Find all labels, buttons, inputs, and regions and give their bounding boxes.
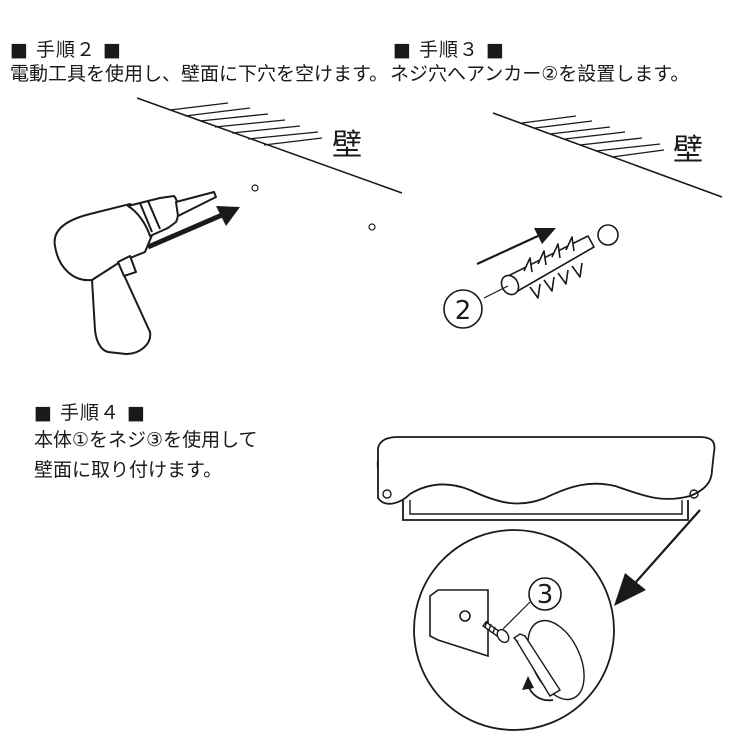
step4-heading: ■ 手順４ ■ bbox=[34, 402, 146, 424]
step3-leader-line bbox=[483, 285, 509, 299]
step2-heading: ■ 手順２ ■ bbox=[10, 39, 122, 61]
step3-wall-label: 壁 bbox=[673, 133, 703, 168]
shelf-screw-left bbox=[382, 489, 392, 499]
anchor-plug-icon bbox=[500, 235, 595, 299]
step2-wall-line bbox=[136, 97, 403, 194]
step3-arrow bbox=[476, 235, 539, 265]
step2-wall-label: 壁 bbox=[332, 128, 362, 163]
step2-illustration: 壁 bbox=[53, 97, 403, 355]
step2-hole-lower bbox=[368, 223, 376, 231]
step2-wall-hatching bbox=[169, 102, 323, 146]
shelf-screw-right bbox=[689, 489, 699, 499]
detail-magnifier bbox=[413, 529, 615, 731]
step4-instruction-line1: 本体①をネジ③を使用して bbox=[34, 429, 258, 451]
step2-hole-upper bbox=[251, 184, 259, 192]
step3-wall-hatching bbox=[521, 115, 665, 158]
step4-instruction-line2: 壁面に取り付けます。 bbox=[34, 459, 223, 481]
step3-illustration: 壁 2 bbox=[443, 112, 723, 329]
shelf-body bbox=[376, 436, 716, 505]
step4-arrow bbox=[635, 509, 701, 583]
step3-instruction: ネジ穴へアンカー②を設置します。 bbox=[390, 63, 690, 85]
step2-arrow bbox=[147, 212, 223, 250]
step3-heading: ■ 手順３ ■ bbox=[393, 39, 505, 61]
screwdriver-icon bbox=[512, 619, 585, 701]
step3-wall-line bbox=[492, 112, 723, 198]
part-3-number: 3 bbox=[537, 580, 554, 610]
part-2-number: 2 bbox=[455, 296, 472, 326]
part-3-badge bbox=[528, 577, 562, 611]
screw-icon bbox=[482, 620, 510, 644]
step4-leader-line bbox=[502, 601, 531, 630]
step3-wall-hole bbox=[597, 224, 619, 246]
towel-bar bbox=[402, 500, 689, 521]
drill-icon bbox=[53, 191, 217, 355]
step4-illustration: 3 bbox=[376, 436, 716, 731]
step2-instruction: 電動工具を使用し、壁面に下穴を空けます。 bbox=[10, 63, 389, 85]
part-2-badge bbox=[443, 289, 483, 329]
